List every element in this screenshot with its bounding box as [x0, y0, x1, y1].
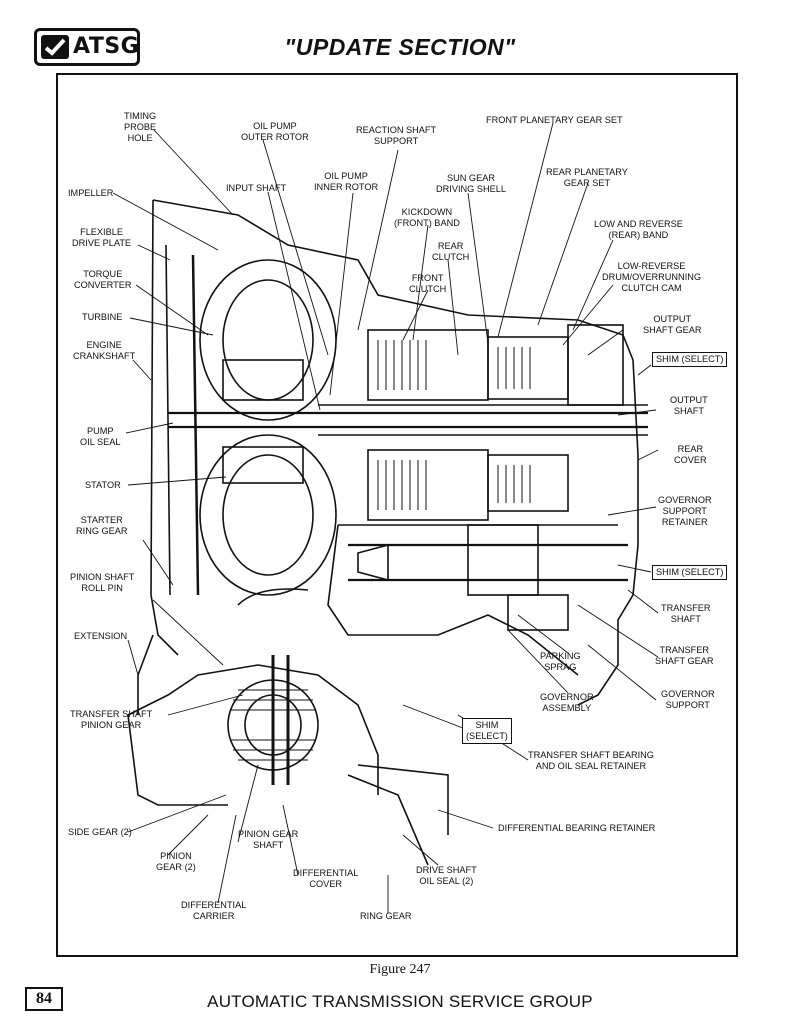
- label-turbine: TURBINE: [82, 312, 123, 322]
- label-differential-bearing-retainer: DIFFERENTIAL BEARING RETAINER: [498, 823, 656, 833]
- label-side-gear: SIDE GEAR (2): [68, 827, 132, 837]
- label-stator: STATOR: [85, 480, 121, 490]
- label-impeller: IMPELLER: [68, 188, 114, 198]
- label-ring-gear: RING GEAR: [360, 911, 412, 921]
- label-shim-select-2: SHIM (SELECT): [652, 565, 728, 580]
- label-kickdown-band: KICKDOWN(FRONT) BAND: [394, 207, 460, 228]
- logo-text: ATSG: [73, 34, 140, 59]
- page-title: "UPDATE SECTION": [284, 34, 516, 60]
- figure-caption: Figure 247: [369, 962, 431, 977]
- logo-checkmark-icon: [41, 35, 69, 59]
- label-low-reverse-band: LOW AND REVERSE(REAR) BAND: [594, 219, 683, 240]
- label-extension: EXTENSION: [74, 631, 128, 641]
- transmission-cutaway-drawing: [112, 122, 659, 913]
- label-front-planetary-gear-set: FRONT PLANETARY GEAR SET: [486, 115, 623, 125]
- label-shim-select-3: SHIM(SELECT): [462, 718, 512, 744]
- label-shim-select-1: SHIM (SELECT): [652, 352, 728, 367]
- page-number: 84: [25, 987, 63, 1011]
- atsg-logo: ATSG: [34, 28, 140, 66]
- label-input-shaft: INPUT SHAFT: [226, 183, 287, 193]
- footer-org: AUTOMATIC TRANSMISSION SERVICE GROUP: [207, 992, 593, 1011]
